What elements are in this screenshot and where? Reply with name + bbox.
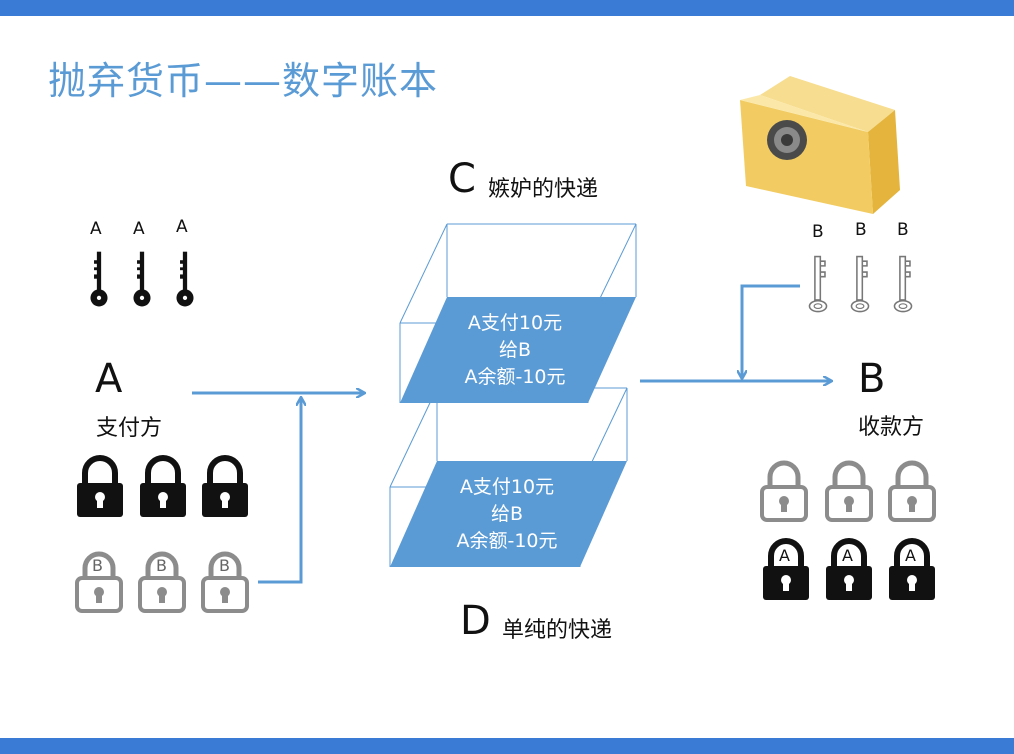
key-label-b: B xyxy=(897,220,909,240)
key-label-b: B xyxy=(812,222,824,242)
courier-c-message: A支付10元 给B A余额-10元 xyxy=(440,310,590,391)
footer-bar xyxy=(0,738,1014,754)
courier-c-letter: C xyxy=(448,156,476,202)
key-icon xyxy=(133,251,151,307)
message-line: 给B xyxy=(498,339,532,361)
padlock-icon xyxy=(890,463,934,520)
lock-label-a: A xyxy=(905,546,916,565)
key-label-a: A xyxy=(90,219,102,239)
message-line: A支付10元 xyxy=(459,476,555,498)
party-a-dark-locks xyxy=(77,458,248,517)
padlock-icon xyxy=(77,458,123,517)
party-b-keys xyxy=(808,255,913,313)
message-line: A余额-10元 xyxy=(464,366,566,388)
key-icon xyxy=(808,255,828,313)
party-a-letter: A xyxy=(95,356,123,402)
padlock-icon xyxy=(140,458,186,517)
page-title: 抛弃货币——数字账本 xyxy=(48,59,439,103)
key-icon xyxy=(850,255,870,313)
padlock-icon xyxy=(827,463,871,520)
key-icon xyxy=(90,251,108,307)
courier-c-name: 嫉妒的快递 xyxy=(488,177,599,202)
lock-label-b: B xyxy=(92,556,103,575)
message-line: 给B xyxy=(490,503,524,525)
courier-c-box xyxy=(399,223,637,403)
header-bar xyxy=(0,0,1014,16)
message-line: A余额-10元 xyxy=(456,530,558,552)
party-b-role: 收款方 xyxy=(858,415,925,440)
key-icon xyxy=(176,251,194,307)
party-a-keys xyxy=(90,251,194,307)
courier-d-name: 单纯的快递 xyxy=(502,618,613,643)
key-icon xyxy=(893,255,913,313)
key-label-b: B xyxy=(855,220,867,240)
lock-label-b: B xyxy=(219,556,230,575)
party-a-role: 支付方 xyxy=(96,416,163,441)
courier-d-letter: D xyxy=(460,598,491,644)
padlock-icon xyxy=(762,463,806,520)
party-b-grey-locks xyxy=(762,463,934,520)
message-line: A支付10元 xyxy=(467,312,563,334)
key-label-a: A xyxy=(176,217,188,237)
lock-label-a: A xyxy=(779,546,790,565)
lock-label-b: B xyxy=(156,556,167,575)
courier-d-box xyxy=(389,387,628,567)
arrow-keys-down xyxy=(742,284,800,378)
lock-label-a: A xyxy=(842,546,853,565)
arrow-b-locks-up xyxy=(258,398,301,584)
key-label-a: A xyxy=(133,219,145,239)
courier-d-message: A支付10元 给B A余额-10元 xyxy=(432,474,582,555)
safe-icon xyxy=(740,76,900,214)
party-b-letter: B xyxy=(858,356,886,402)
padlock-icon xyxy=(202,458,248,517)
